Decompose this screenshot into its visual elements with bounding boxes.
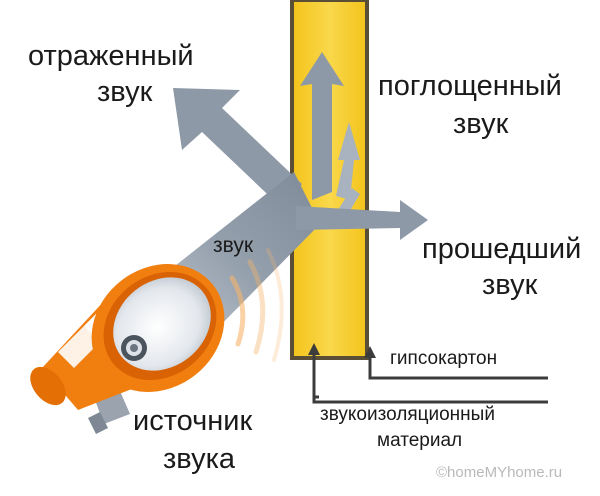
absorbed-label-line2: звук: [453, 108, 509, 140]
source-label-line2: звука: [163, 443, 236, 475]
reflected-label-line2: звук: [97, 76, 153, 108]
transmitted-label-line1: прошедший: [422, 233, 582, 265]
absorbed-label-line1: поглощенный: [378, 70, 562, 102]
drywall-label: гипсокартон: [390, 348, 498, 369]
leader-lines: [312, 352, 548, 404]
watermark: ©homeMYhome.ru: [436, 464, 563, 481]
sound-waves: [229, 248, 284, 362]
reflected-sound-arrow: [173, 88, 302, 210]
leader-arrowheads: [308, 343, 376, 358]
reflected-label-line1: отраженный: [28, 40, 194, 72]
transmitted-label-line2: звук: [482, 269, 538, 301]
source-label-line1: источник: [133, 405, 253, 437]
insulation-label-line1: звукоизоляционный: [320, 404, 495, 425]
absorbed-sound-arrow: [300, 52, 360, 214]
transmitted-sound-arrow: [296, 200, 428, 240]
sound-label: звук: [213, 234, 254, 257]
megaphone-icon: [30, 250, 225, 434]
insulation-label-line2: материал: [377, 430, 463, 451]
